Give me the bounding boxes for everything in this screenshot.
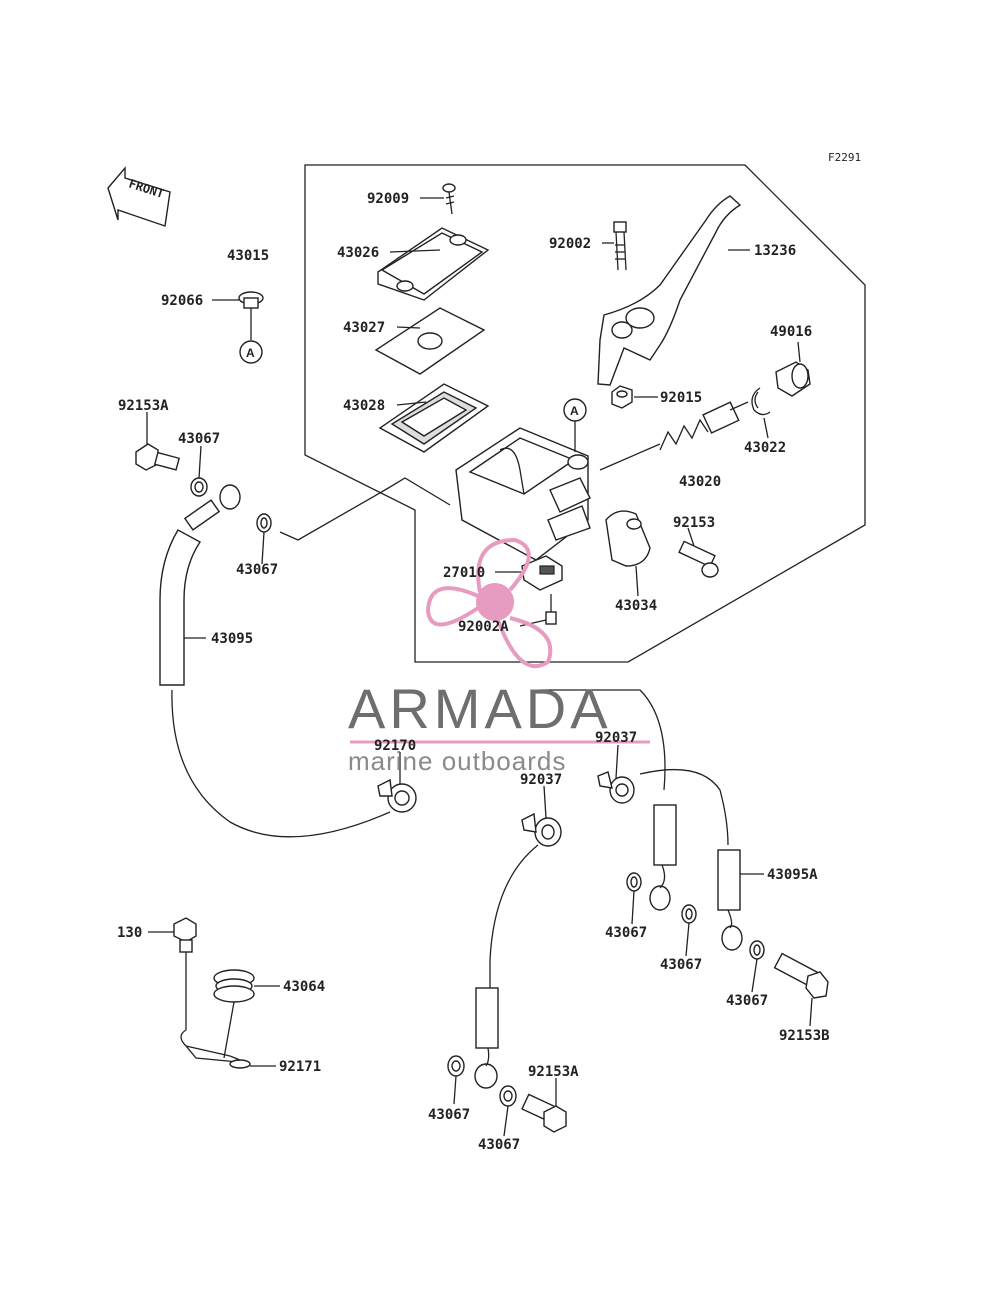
joint-92170 <box>377 778 417 813</box>
washer-43067-d <box>681 904 697 924</box>
label-92015: 92015 <box>660 390 702 406</box>
label-43022: 43022 <box>744 440 786 456</box>
hose-43095 <box>159 484 391 838</box>
assembly-outline <box>304 164 866 663</box>
label-92002A: 92002A <box>458 619 509 635</box>
label-43034: 43034 <box>615 598 657 614</box>
label-43095: 43095 <box>211 631 253 647</box>
bolt-92153 <box>678 540 719 578</box>
label-92171: 92171 <box>279 1059 321 1075</box>
clamp-43034 <box>605 510 651 567</box>
brand-tagline: marine outboards <box>348 746 566 776</box>
label-43020: 43020 <box>679 474 721 490</box>
joint-92037-mid <box>521 812 562 847</box>
label-92153B: 92153B <box>779 1028 830 1044</box>
screw-92002A <box>545 594 557 625</box>
grommet-43064 <box>213 969 255 1059</box>
label-92037-a: 92037 <box>595 730 637 746</box>
leader-lines <box>146 197 813 1137</box>
part-labels: 92009 43026 43027 43028 43015 92066 9200… <box>117 191 830 1153</box>
clamp-92171 <box>180 1029 251 1069</box>
label-43027: 43027 <box>343 320 385 336</box>
circlip-43022 <box>751 387 771 416</box>
hose-lower <box>474 844 539 1089</box>
lever-13236 <box>597 195 742 386</box>
boot-49016 <box>775 361 811 397</box>
cap-92066 <box>238 291 264 340</box>
washer-43067-b <box>256 513 272 533</box>
label-27010: 27010 <box>443 565 485 581</box>
nut-92015 <box>611 385 633 409</box>
diaphragm-43028 <box>378 383 490 453</box>
plate-43027 <box>374 307 486 375</box>
label-43028: 43028 <box>343 398 385 414</box>
label-92037-b: 92037 <box>520 772 562 788</box>
master-cylinder-body <box>455 427 661 561</box>
washer-43067-e <box>749 940 765 960</box>
leader-43067-b <box>279 477 451 541</box>
circle-ref-a-left: A <box>239 340 263 364</box>
joint-92037-right <box>597 771 635 804</box>
label-43064: 43064 <box>283 979 325 995</box>
label-92002: 92002 <box>549 236 591 252</box>
hose-43095A <box>539 689 743 951</box>
washer-43067-a <box>190 477 208 497</box>
label-43095A: 43095A <box>767 867 818 883</box>
diagram-code: F2291 <box>828 151 861 164</box>
label-130: 130 <box>117 925 142 941</box>
piston-kit-43020 <box>659 401 749 451</box>
front-arrow-icon: FRONT <box>107 166 171 227</box>
brand-text: ARMADA <box>348 677 612 740</box>
banjo-bolt-92153B <box>773 952 829 999</box>
banjo-bolt-92153A-bottom <box>521 1093 567 1133</box>
pivot-bolt-92002 <box>613 221 627 271</box>
washer-43067-f <box>447 1055 465 1077</box>
label-92170: 92170 <box>374 738 416 754</box>
label-92153: 92153 <box>673 515 715 531</box>
washer-43067-c <box>626 872 642 892</box>
label-92066: 92066 <box>161 293 203 309</box>
propeller-icon <box>425 537 553 669</box>
washer-43067-g <box>499 1085 517 1107</box>
label-43026: 43026 <box>337 245 379 261</box>
svg-text:A: A <box>246 346 255 360</box>
circle-ref-a-body: A <box>563 398 587 452</box>
label-43015: 43015 <box>227 248 269 264</box>
cap-43026 <box>377 227 490 301</box>
screw-92009 <box>442 183 456 215</box>
bolt-130 <box>173 917 197 1030</box>
label-92153A-bottom: 92153A <box>528 1064 579 1080</box>
label-43067-a: 43067 <box>178 431 220 447</box>
svg-text:A: A <box>570 404 579 418</box>
armada-logo: ARMADA marine outboards <box>348 537 650 776</box>
label-43067-e: 43067 <box>726 993 768 1009</box>
label-43067-g: 43067 <box>478 1137 520 1153</box>
label-43067-d: 43067 <box>660 957 702 973</box>
switch-27010 <box>521 555 563 591</box>
label-13236: 13236 <box>754 243 796 259</box>
banjo-bolt-92153A-top <box>135 443 181 471</box>
label-43067-b: 43067 <box>236 562 278 578</box>
label-43067-c: 43067 <box>605 925 647 941</box>
label-49016: 49016 <box>770 324 812 340</box>
label-92009: 92009 <box>367 191 409 207</box>
label-92153A-top: 92153A <box>118 398 169 414</box>
label-43067-f: 43067 <box>428 1107 470 1123</box>
